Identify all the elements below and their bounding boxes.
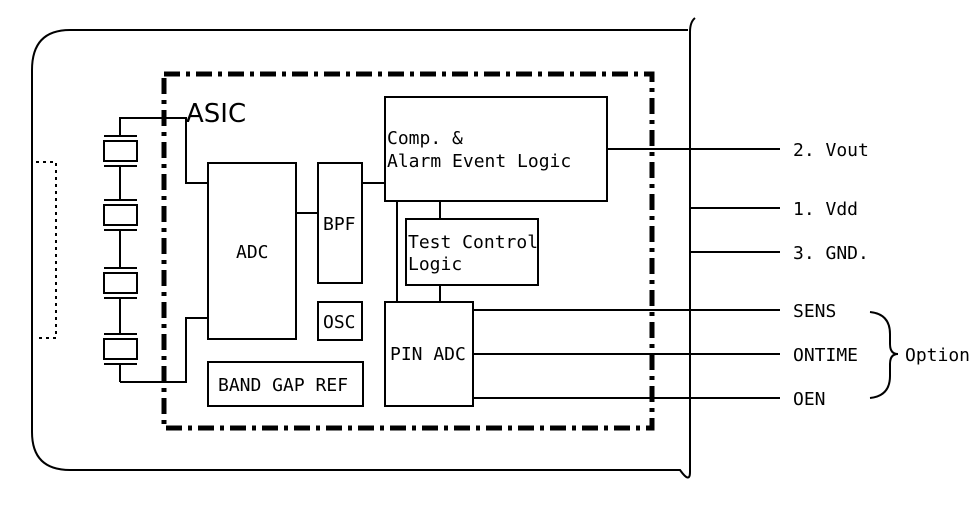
asic-boundary <box>161 71 655 431</box>
comp-label-line1: Comp. & <box>387 128 463 149</box>
bandgap-block <box>207 361 364 407</box>
adc-block <box>207 162 297 340</box>
pin-adc-label: PIN ADC <box>390 344 466 365</box>
option-brace <box>869 311 899 399</box>
vdd-label: 1. Vdd <box>793 199 858 220</box>
sensor-electrode-stack <box>103 118 138 382</box>
test-control-block <box>405 218 539 286</box>
bpf-label: BPF <box>323 214 356 235</box>
adc-label: ADC <box>236 242 269 263</box>
option-label: Option <box>905 345 970 366</box>
bpf-block <box>317 162 363 284</box>
comp-label-line2: Alarm Event Logic <box>387 151 571 172</box>
sens-label: SENS <box>793 301 836 322</box>
bandgap-label: BAND GAP REF <box>218 375 348 396</box>
test-label-line2: Logic <box>408 254 462 275</box>
asic-label: ASIC <box>186 99 246 129</box>
vout-label: 2. Vout <box>793 140 869 161</box>
package-outline <box>31 17 696 479</box>
test-label-line1: Test Control <box>408 232 538 253</box>
osc-block <box>317 301 363 341</box>
oen-label: OEN <box>793 389 826 410</box>
osc-label: OSC <box>323 312 356 333</box>
ontime-label: ONTIME <box>793 345 858 366</box>
comp-alarm-block <box>384 96 608 202</box>
dotted-bracket <box>36 161 57 339</box>
gnd-label: 3. GND. <box>793 243 869 264</box>
electrode-bottom-wire <box>120 317 208 383</box>
